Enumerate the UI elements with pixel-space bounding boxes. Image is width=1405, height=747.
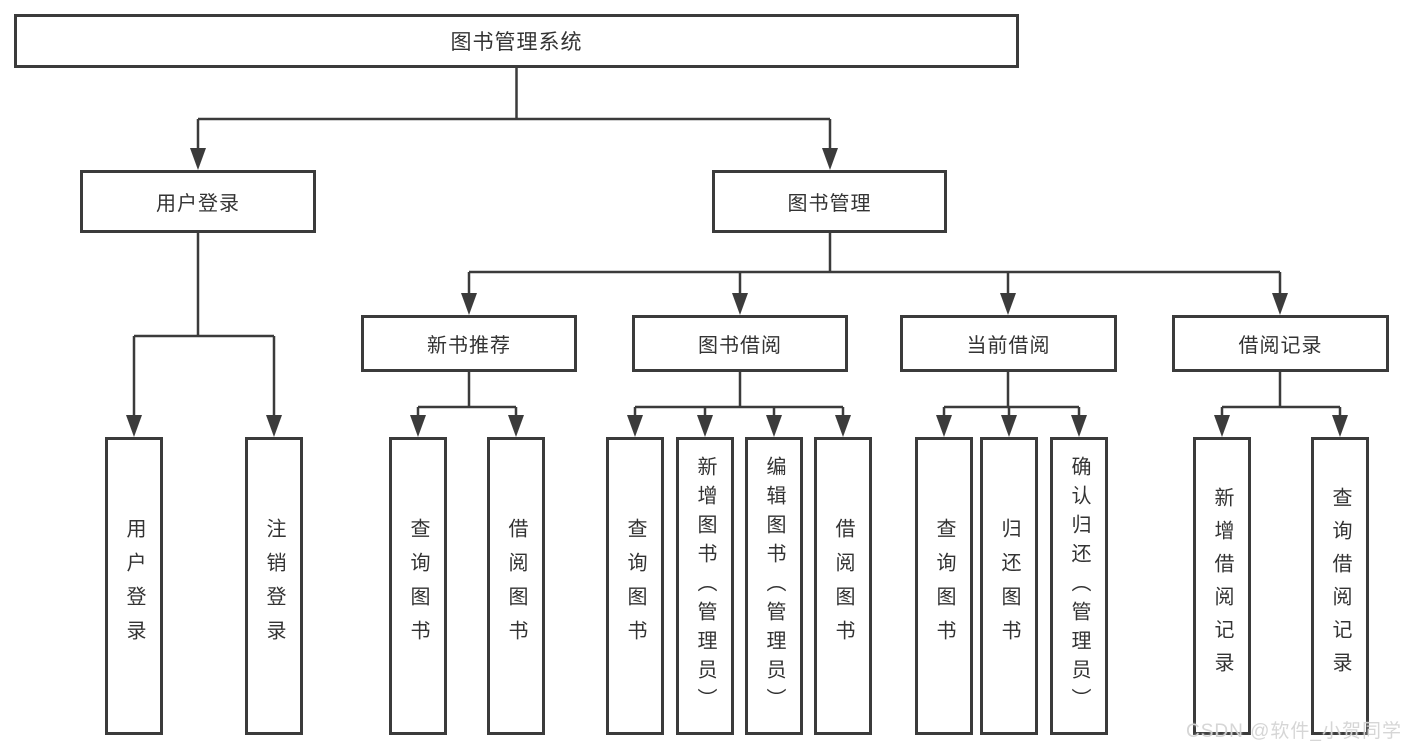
node-book-borrowing: 图书借阅 (632, 315, 848, 372)
node-label: 当前借阅 (966, 335, 1051, 357)
leaf-confirm-return-admin: 确认归还（管理员） (1050, 437, 1108, 735)
node-library-management-system: 图书管理系统 (14, 14, 1019, 68)
leaf-return-books: 归还图书 (980, 437, 1038, 735)
leaf-query-books-borrowing: 查询图书 (606, 437, 664, 735)
node-label: 图书管理系统 (450, 31, 583, 54)
node-label: 查询借阅记录 (1329, 487, 1351, 685)
node-label: 用户登录 (123, 518, 145, 654)
leaf-query-books-recommend: 查询图书 (389, 437, 447, 735)
node-label: 查询图书 (624, 518, 646, 654)
node-label: 查询图书 (933, 518, 955, 654)
node-label: 借阅图书 (505, 518, 527, 654)
node-label: 确认归还（管理员） (1068, 455, 1090, 717)
leaf-user-login: 用户登录 (105, 437, 163, 735)
node-label: 借阅记录 (1238, 335, 1323, 357)
leaf-add-borrow-record: 新增借阅记录 (1193, 437, 1251, 735)
leaf-logout: 注销登录 (245, 437, 303, 735)
node-borrowing-records: 借阅记录 (1172, 315, 1389, 372)
leaf-query-books-current: 查询图书 (915, 437, 973, 735)
node-label: 新增借阅记录 (1211, 487, 1233, 685)
node-label: 注销登录 (263, 518, 285, 654)
node-label: 新增图书（管理员） (694, 455, 716, 717)
node-label: 用户登录 (156, 193, 240, 215)
leaf-query-borrow-record: 查询借阅记录 (1311, 437, 1369, 735)
leaf-edit-book-admin: 编辑图书（管理员） (745, 437, 803, 735)
node-label: 归还图书 (998, 518, 1020, 654)
node-user-login: 用户登录 (80, 170, 316, 233)
node-current-borrowing: 当前借阅 (900, 315, 1117, 372)
leaf-borrow-books-borrowing: 借阅图书 (814, 437, 872, 735)
arrowhead-icons (126, 148, 1348, 437)
tree-edges (132, 68, 1342, 417)
csdn-watermark: CSDN @软件_小贺同学 (1186, 721, 1402, 742)
node-book-management: 图书管理 (712, 170, 947, 233)
leaf-add-book-admin: 新增图书（管理员） (676, 437, 734, 735)
node-new-book-recommendation: 新书推荐 (361, 315, 577, 372)
node-label: 编辑图书（管理员） (763, 455, 785, 717)
leaf-borrow-books-recommend: 借阅图书 (487, 437, 545, 735)
node-label: 借阅图书 (832, 518, 854, 654)
node-label: 新书推荐 (427, 335, 511, 357)
node-label: 图书借阅 (698, 335, 782, 357)
node-label: 图书管理 (787, 193, 872, 215)
node-label: 查询图书 (407, 518, 429, 654)
